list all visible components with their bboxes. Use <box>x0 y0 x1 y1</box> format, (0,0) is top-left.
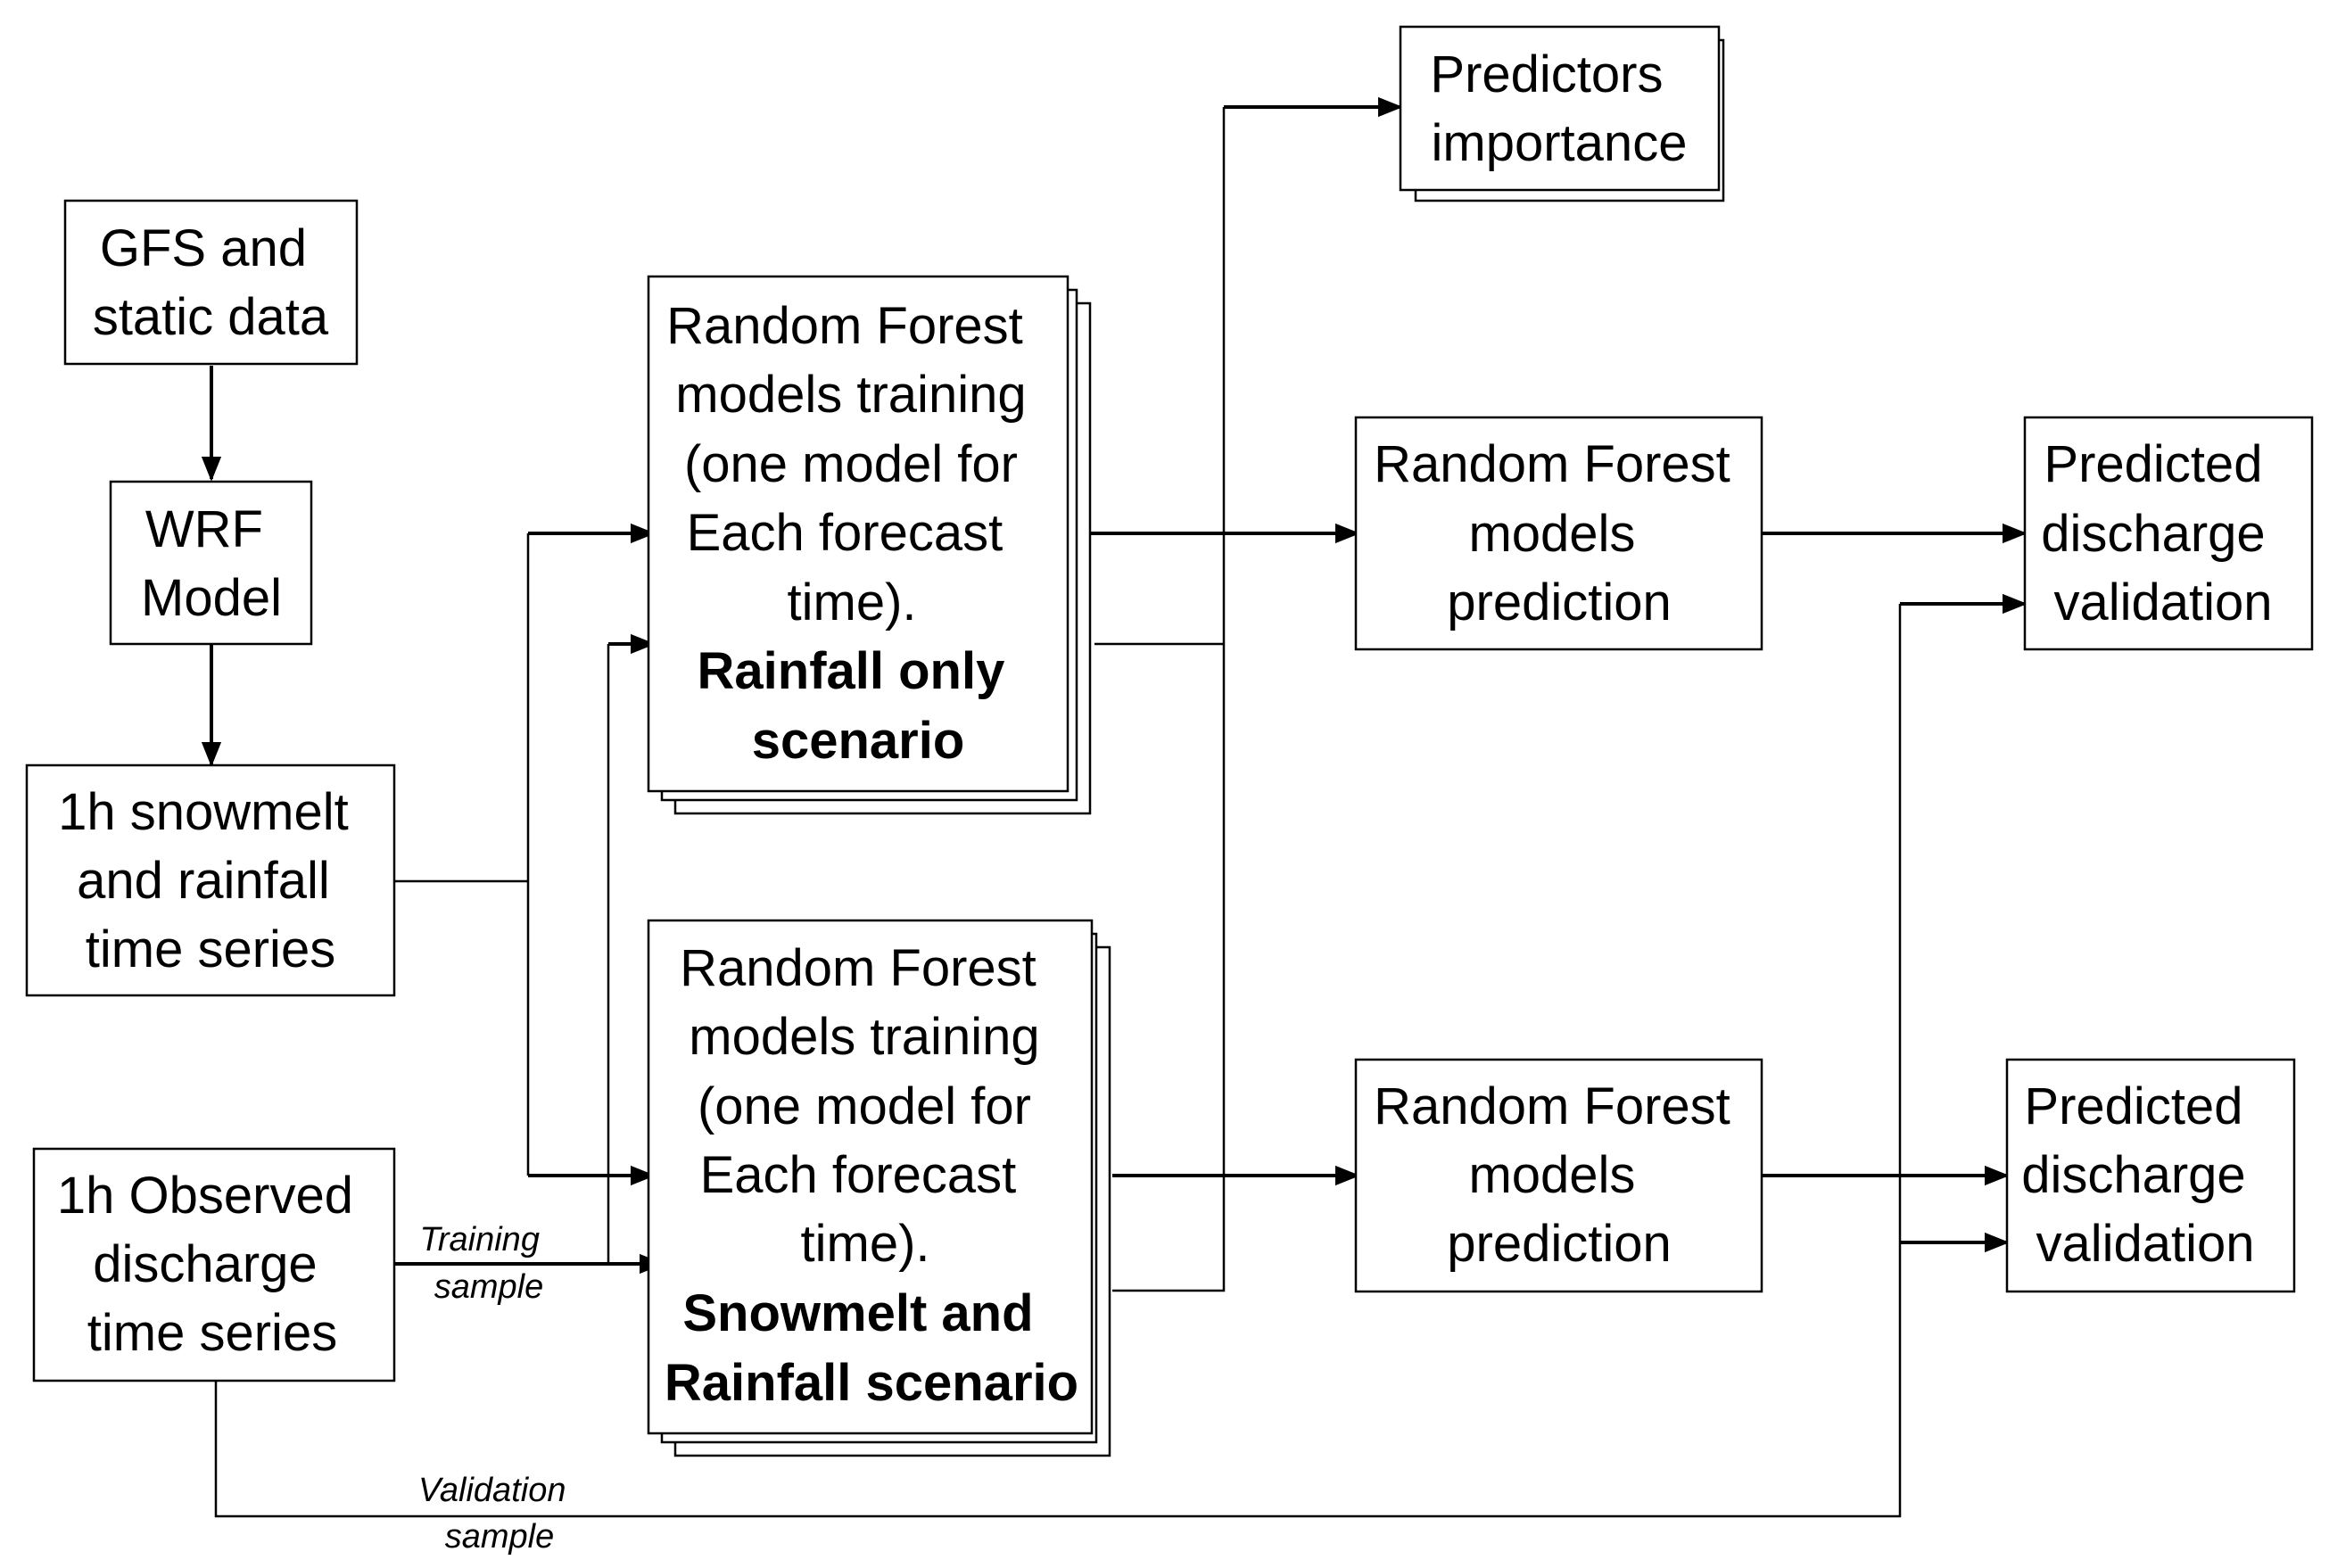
node-text: prediction <box>1447 574 1671 631</box>
svg-text:1h Observed discharge: 1h Observed discharge time series <box>57 1167 368 1362</box>
connectors <box>201 96 2028 1518</box>
node-importance: Predictors importance <box>1399 25 1725 202</box>
node-rf-pred-rain: Random Forest models prediction <box>1354 416 1763 651</box>
node-text: and rainfall <box>77 852 330 910</box>
svg-text:Rainfall only scenario: Rainfall only scenario <box>698 642 1020 770</box>
node-text: GFS and <box>100 219 307 277</box>
node-snowmelt: 1h snowmelt and rainfall time series <box>25 763 396 997</box>
svg-text:GFS and static data: GFS and static data <box>93 219 329 346</box>
node-text: prediction <box>1447 1215 1671 1273</box>
svg-text:Predicted discharge: Predicted discharge validation <box>2041 435 2280 631</box>
scenario-label: Rainfall only <box>698 642 1005 700</box>
svg-text:Random Forest models: Random Forest models prediction <box>1374 1077 1745 1273</box>
node-rf-train-rain: Random Forest models training (one model… <box>647 275 1092 815</box>
node-text: models training <box>689 1008 1039 1066</box>
node-wrf: WRF Model <box>109 480 313 646</box>
node-text: (one model for <box>684 435 1018 493</box>
node-text: Random Forest <box>1374 435 1730 493</box>
node-text: WRF <box>145 500 263 558</box>
node-gfs: GFS and static data <box>63 199 359 366</box>
svg-text:Random Forest models tra: Random Forest models training (one model… <box>680 939 1054 1273</box>
node-text: discharge <box>2041 505 2265 563</box>
node-text: Each forecast <box>700 1146 1017 1204</box>
edge-label-text: sample <box>445 1518 555 1556</box>
scenario-label: Rainfall scenario <box>665 1354 1078 1412</box>
node-text: 1h Observed <box>57 1167 353 1225</box>
node-text: time). <box>788 574 917 631</box>
line-validation-sample <box>214 604 1902 1518</box>
line-snowmelt-split <box>394 533 530 1176</box>
edge-label-text: sample <box>434 1268 544 1306</box>
node-text: time series <box>86 920 335 978</box>
node-observed: 1h Observed discharge time series <box>32 1147 396 1382</box>
node-text: models training <box>675 366 1026 424</box>
node-text: Model <box>141 569 282 627</box>
node-rf-train-snow: Random Forest models training (one model… <box>647 919 1111 1457</box>
training-sample-label: Training sample <box>419 1221 549 1306</box>
node-text: time). <box>801 1215 930 1273</box>
line-importance-trunk <box>1094 107 1226 1292</box>
svg-text:Random Forest models tra: Random Forest models training (one model… <box>666 297 1041 631</box>
edge-label-text: Validation <box>418 1472 566 1509</box>
node-text: time series <box>87 1304 337 1362</box>
node-text: Random Forest <box>666 297 1023 355</box>
node-text: models <box>1468 505 1635 563</box>
edge-label-text: Training <box>419 1221 539 1259</box>
node-text: validation <box>2053 574 2272 631</box>
scenario-label: scenario <box>752 712 965 770</box>
svg-text:Snowmelt and Rainfall sc: Snowmelt and Rainfall scenario <box>665 1284 1078 1412</box>
node-text: 1h snowmelt <box>58 783 349 841</box>
node-text: Each forecast <box>687 504 1003 562</box>
node-text: importance <box>1432 114 1688 172</box>
node-text: discharge <box>93 1235 317 1293</box>
node-text: Random Forest <box>1374 1077 1730 1135</box>
node-text: validation <box>2036 1215 2254 1273</box>
scenario-label: Snowmelt and <box>682 1284 1033 1342</box>
node-validation-snow: Predicted discharge validation <box>2005 1058 2296 1293</box>
svg-text:Predictors importance: Predictors importance <box>1430 45 1687 172</box>
svg-text:Predicted discharge: Predicted discharge validation <box>2021 1077 2260 1273</box>
node-text: Predictors <box>1430 45 1663 103</box>
node-text: models <box>1468 1146 1635 1204</box>
node-text: static data <box>93 288 329 346</box>
validation-sample-label: Validation sample <box>418 1472 575 1556</box>
svg-text:WRF Model: WRF Model <box>141 500 282 627</box>
node-text: discharge <box>2021 1146 2245 1204</box>
node-text: Predicted <box>2044 435 2262 493</box>
svg-text:Random Forest models: Random Forest models prediction <box>1374 435 1745 631</box>
node-text: Predicted <box>2024 1077 2242 1135</box>
node-rf-pred-snow: Random Forest models prediction <box>1354 1058 1763 1293</box>
node-validation-rain: Predicted discharge validation <box>2023 416 2314 651</box>
node-text: Random Forest <box>680 939 1036 997</box>
node-text: (one model for <box>698 1077 1031 1135</box>
svg-text:1h snowmelt and rainfall: 1h snowmelt and rainfall time series <box>58 783 363 978</box>
